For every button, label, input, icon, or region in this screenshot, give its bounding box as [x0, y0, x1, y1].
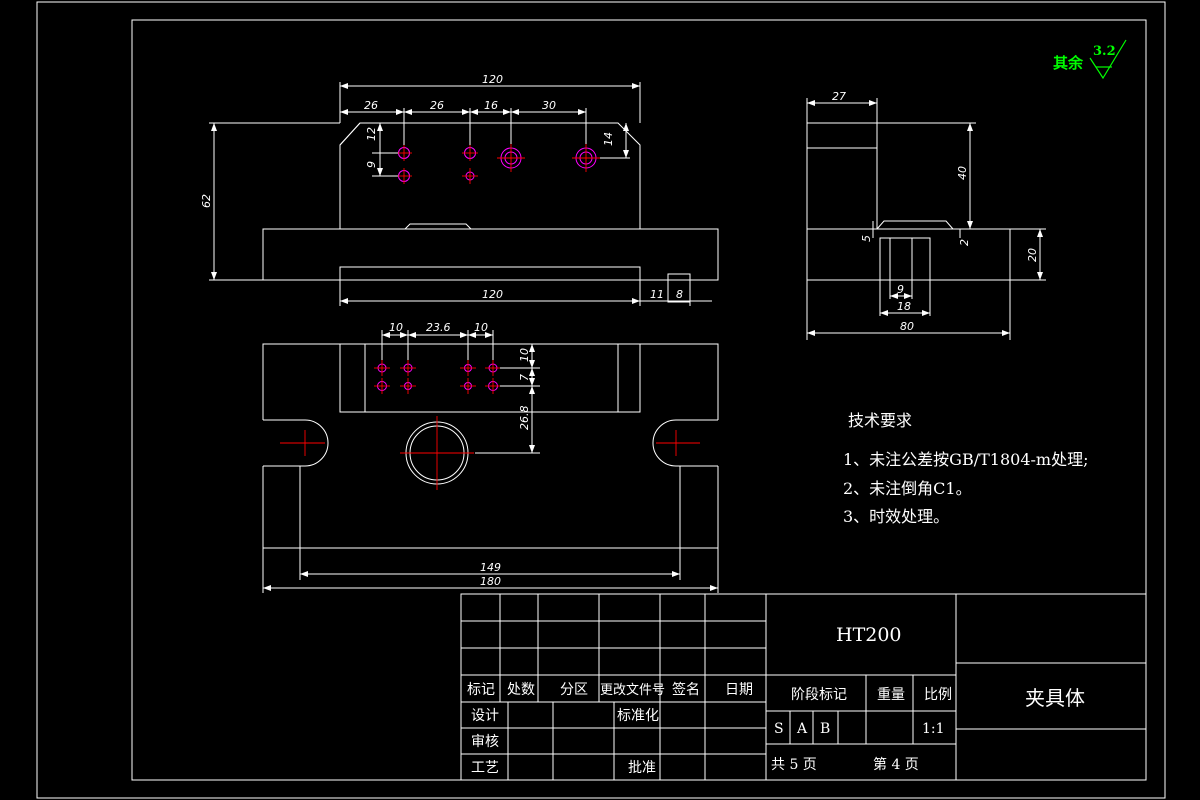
side-dim-2: 2 [958, 239, 971, 246]
top-view-dim-labels: 10 23.6 10 10 7 26.8 149 180 [389, 321, 531, 588]
front-dim-4: 30 [542, 99, 556, 112]
row-label-design: 设计 [471, 708, 499, 724]
side-dim-80: 80 [900, 320, 914, 333]
tech-req-item-1: 1、未注公差按GB/T1804-m处理; [843, 450, 1088, 469]
top-dim-149: 149 [480, 561, 501, 574]
technical-requirements: 技术要求 1、未注公差按GB/T1804-m处理; 2、未注倒角C1。 3、时效… [843, 411, 1088, 526]
rev-header-docno: 更改文件号 [600, 683, 665, 698]
rev-header-signature: 签名 [672, 681, 700, 698]
surface-roughness-symbol: 其余 3.2 [1053, 39, 1127, 80]
title-block-text: HT200 夹具体 标记 处数 分区 更改文件号 签名 日期 设计 审核 工艺 … [467, 624, 1085, 776]
side-dim-9: 9 [897, 283, 904, 296]
front-dim-2: 26 [430, 99, 444, 112]
front-view [209, 82, 719, 306]
front-dim-right: 14 [602, 132, 615, 146]
top-dim-10c: 10 [518, 348, 531, 362]
total-pages: 共 5 页 [771, 757, 817, 773]
top-dim-7: 7 [518, 374, 531, 381]
page-number: 第 4 页 [873, 756, 919, 773]
part-name: 夹具体 [1025, 686, 1085, 710]
top-dim-10b: 10 [474, 321, 488, 334]
rev-header-zone: 分区 [560, 682, 588, 698]
stage-mark-a: A [796, 721, 808, 737]
top-dim-180: 180 [480, 575, 501, 588]
front-dim-1: 26 [364, 99, 378, 112]
front-dim-height: 62 [200, 194, 213, 208]
scale-header: 比例 [924, 687, 952, 703]
tech-req-title: 技术要求 [848, 411, 912, 430]
rev-header-count: 处数 [507, 682, 535, 698]
roughness-label: 其余 [1053, 54, 1084, 72]
standardization-label: 标准化 [617, 708, 659, 724]
front-dim-bottom-11: 11 [650, 288, 664, 301]
weight-header: 重量 [877, 687, 905, 703]
top-dim-26-8: 26.8 [518, 406, 531, 431]
front-dim-left-9: 9 [365, 161, 378, 168]
title-block [460, 593, 1147, 781]
row-label-review: 审核 [471, 734, 499, 750]
top-view [262, 330, 719, 593]
material-label: HT200 [836, 624, 902, 646]
side-dim-40: 40 [956, 166, 969, 180]
tech-req-item-3: 3、时效处理。 [843, 507, 949, 526]
front-dim-left-12: 12 [365, 127, 378, 141]
front-view-dim-labels: 120 26 26 16 30 12 9 62 14 120 11 8 [200, 73, 683, 301]
approval-label: 批准 [628, 760, 656, 776]
scale-value: 1:1 [922, 721, 945, 737]
inner-frame [131, 19, 1147, 781]
front-dim-bottom-8: 8 [676, 288, 683, 301]
row-label-process: 工艺 [471, 760, 499, 776]
stage-mark-s: S [774, 721, 784, 737]
top-dim-23-6: 23.6 [426, 321, 451, 334]
front-dim-3: 16 [484, 99, 498, 112]
rev-header-date: 日期 [725, 682, 753, 698]
stage-header: 阶段标记 [791, 687, 847, 703]
rev-header-mark: 标记 [467, 682, 495, 698]
side-dim-20: 20 [1026, 248, 1039, 262]
tech-req-item-2: 2、未注倒角C1。 [843, 479, 972, 498]
front-dim-width: 120 [482, 73, 503, 86]
top-dim-10a: 10 [389, 321, 403, 334]
side-dim-5: 5 [860, 235, 873, 242]
roughness-value: 3.2 [1093, 44, 1116, 59]
side-dim-27: 27 [832, 90, 846, 103]
front-dim-bottom: 120 [482, 288, 503, 301]
side-view-dim-labels: 27 40 5 2 20 9 18 80 [832, 90, 1039, 333]
side-dim-18: 18 [897, 300, 911, 313]
side-view [806, 98, 1046, 340]
stage-mark-b: B [820, 721, 830, 737]
outer-border [36, 1, 1166, 799]
